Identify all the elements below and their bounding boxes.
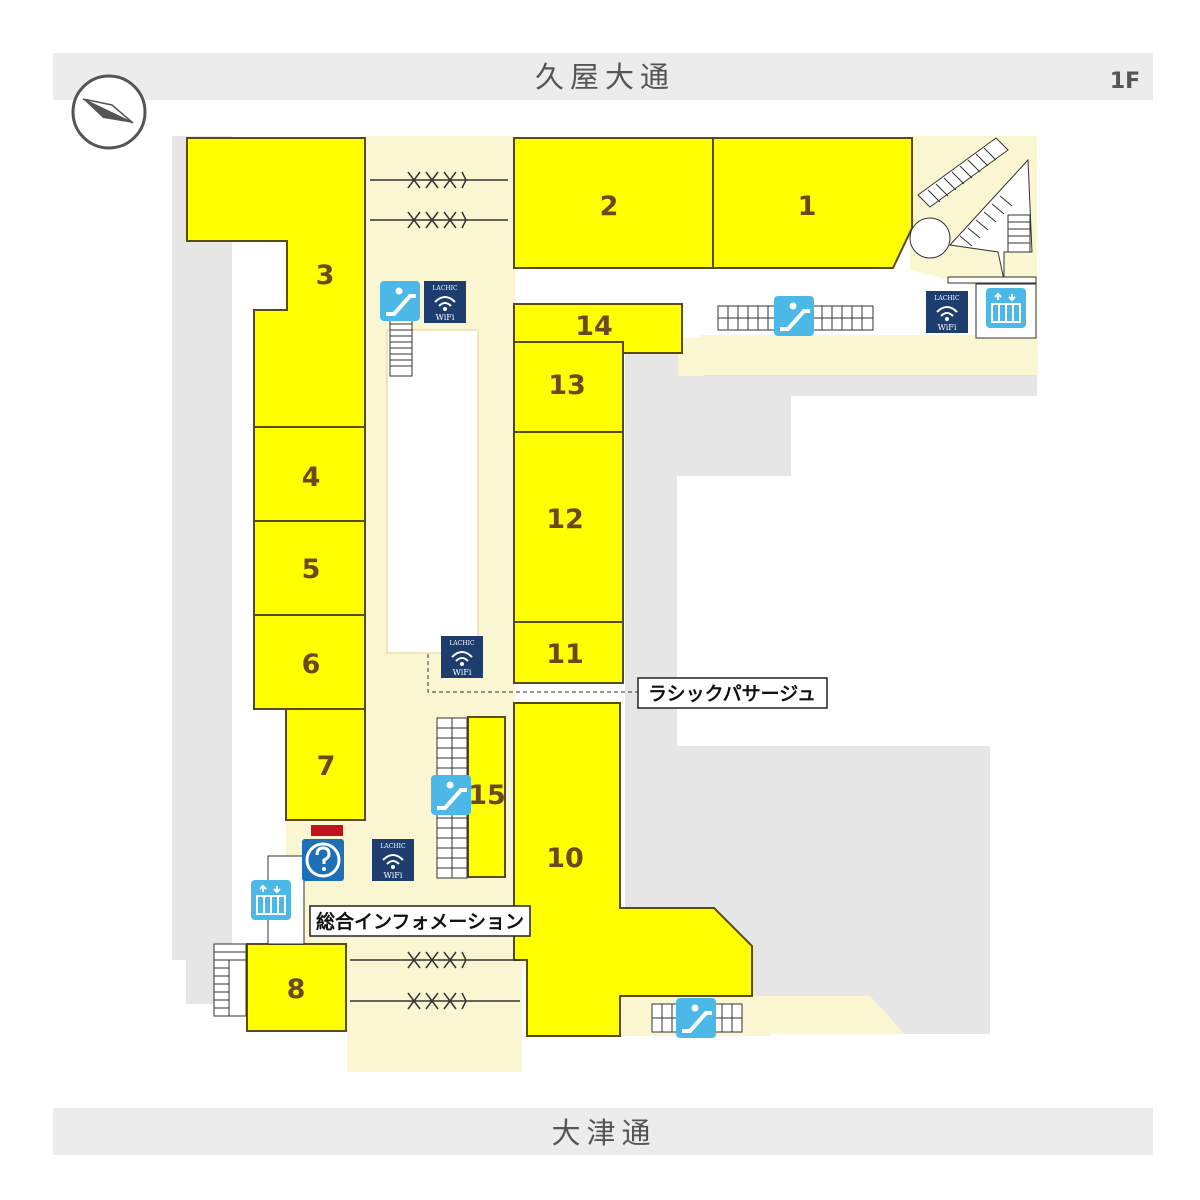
wifi-icon: LACHIC WiFi bbox=[372, 839, 414, 881]
store-5[interactable] bbox=[253, 520, 366, 616]
store-14-label: 14 bbox=[575, 311, 613, 342]
wifi-brand: LACHIC bbox=[380, 843, 406, 850]
wifi-text: WiFi bbox=[453, 668, 472, 677]
information-icon[interactable] bbox=[302, 839, 344, 881]
escalator-icon[interactable] bbox=[380, 281, 420, 321]
store-6-label: 6 bbox=[302, 649, 321, 680]
compass-icon bbox=[71, 74, 147, 150]
elevator-icon[interactable] bbox=[251, 855, 305, 945]
info-counter bbox=[311, 825, 343, 836]
store-12-label: 12 bbox=[546, 504, 584, 535]
entrance-doors bbox=[350, 171, 520, 1010]
building-background bbox=[172, 136, 1037, 1034]
store-13-label: 13 bbox=[548, 370, 586, 401]
store-15[interactable] bbox=[467, 716, 506, 878]
store-4-label: 4 bbox=[302, 462, 321, 493]
bottom-street-bar bbox=[53, 1108, 1153, 1155]
store-7[interactable] bbox=[285, 708, 366, 821]
store-4[interactable] bbox=[253, 426, 366, 522]
wifi-icon: LACHIC WiFi bbox=[441, 636, 483, 678]
store-3[interactable] bbox=[186, 137, 366, 428]
store-7-label: 7 bbox=[317, 751, 336, 782]
wifi-text: WiFi bbox=[436, 313, 455, 322]
passage-label[interactable]: ラシックパサージュ bbox=[648, 683, 816, 705]
escalator-icon[interactable] bbox=[774, 296, 814, 336]
info-label-box bbox=[309, 905, 531, 937]
wifi-text: WiFi bbox=[938, 323, 957, 332]
wifi-brand: LACHIC bbox=[934, 295, 960, 302]
store-1-label: 1 bbox=[798, 191, 817, 222]
store-13[interactable] bbox=[513, 341, 624, 433]
floor-label: 1F bbox=[1110, 69, 1140, 94]
store-14[interactable] bbox=[513, 303, 683, 354]
wifi-text: WiFi bbox=[384, 871, 403, 880]
passage-label-box bbox=[637, 677, 828, 709]
passage-leader-line bbox=[427, 654, 638, 693]
store-2[interactable] bbox=[513, 137, 714, 269]
store-2-label: 2 bbox=[600, 191, 619, 222]
store-10[interactable] bbox=[513, 702, 753, 1037]
wifi-brand: LACHIC bbox=[432, 285, 458, 292]
store-15-label: 15 bbox=[468, 780, 506, 811]
elevator-icon[interactable] bbox=[975, 283, 1037, 339]
escalator-icon[interactable] bbox=[431, 775, 471, 815]
wifi-brand: LACHIC bbox=[449, 640, 475, 647]
store-12[interactable] bbox=[513, 431, 624, 623]
store-5-label: 5 bbox=[302, 554, 321, 585]
bottom-street-name: 大津通 bbox=[551, 1116, 656, 1150]
wifi-icon: LACHIC WiFi bbox=[926, 291, 968, 333]
store-3-label: 3 bbox=[316, 260, 335, 291]
store-10-label: 10 bbox=[546, 843, 584, 874]
store-11-label: 11 bbox=[546, 639, 584, 670]
atrium-void bbox=[386, 329, 479, 654]
top-street-name: 久屋大通 bbox=[535, 60, 675, 94]
wifi-icon: LACHIC WiFi bbox=[424, 281, 466, 323]
escalator-icon[interactable] bbox=[676, 998, 716, 1038]
store-6[interactable] bbox=[253, 614, 366, 710]
store-8[interactable] bbox=[246, 943, 347, 1032]
store-8-label: 8 bbox=[287, 974, 306, 1005]
top-street-bar bbox=[53, 53, 1153, 100]
info-label[interactable]: 総合インフォメーション bbox=[316, 910, 524, 933]
